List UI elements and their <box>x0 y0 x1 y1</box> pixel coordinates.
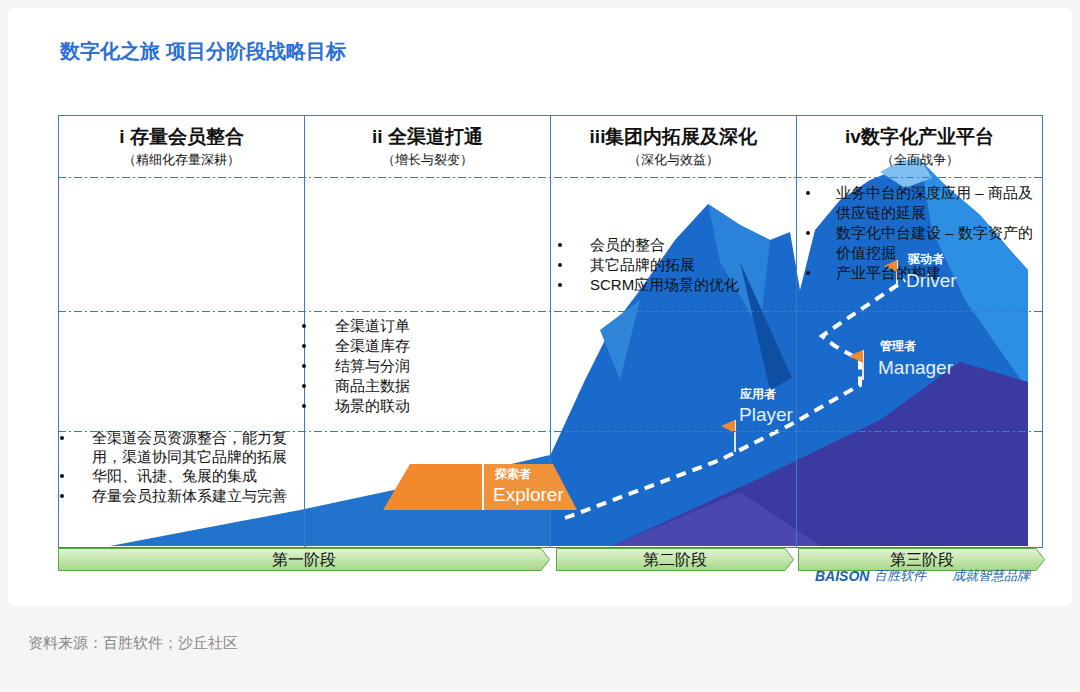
mountain-base <box>612 492 820 546</box>
column-title: i 存量会员整合 <box>119 125 244 149</box>
explorer-tent: 探索者Explorer <box>383 464 577 510</box>
phase-arrow <box>557 549 794 571</box>
role-english: Explorer <box>493 483 564 507</box>
mountain <box>550 160 1028 546</box>
dashed-path <box>565 280 905 518</box>
phase-bar: 第一阶段 <box>58 548 550 571</box>
diagram-title: 数字化之旅 项目分阶段战略目标 <box>60 38 346 65</box>
logo-text: 成就智慧品牌 <box>952 567 1030 585</box>
role-label: Manager <box>878 356 953 380</box>
bullet-text: 商品主数据 <box>335 376 535 396</box>
bullet-dot <box>302 364 306 368</box>
tent-right <box>483 464 577 510</box>
phase-bar: 第三阶段 <box>798 548 1045 571</box>
bullet-dot <box>558 243 562 247</box>
role-label: 管理者 <box>880 338 916 354</box>
role-name: 探索者 <box>495 466 531 482</box>
row-line <box>58 311 1042 312</box>
phase-arrow <box>59 549 550 571</box>
bullet-text: 华阳、讯捷、兔展的集成 <box>92 466 304 485</box>
flag <box>849 350 863 363</box>
bullet-text: 全渠道订单 <box>335 316 535 336</box>
column-line <box>304 115 305 548</box>
bullet-text: 业务中台的深度应用 – 商品及供应链的延展 <box>836 183 1034 223</box>
column-header: iv数字化产业平台 （全面战争） <box>797 116 1042 177</box>
logo-text: 百胜软件 <box>874 567 926 585</box>
bullet-text: 场景的联动 <box>335 396 535 416</box>
bullet-dot <box>806 271 810 275</box>
bullet-dot <box>60 474 64 478</box>
phase-label: 第三阶段 <box>890 550 954 570</box>
column-title: ii 全渠道打通 <box>372 125 483 149</box>
column-subtitle: （增长与裂变） <box>382 151 473 169</box>
role-label: Driver <box>906 269 957 293</box>
bullet-dot <box>558 283 562 287</box>
bullet-dot <box>60 494 64 498</box>
column-title: iv数字化产业平台 <box>845 125 994 149</box>
role-label: 驱动者 <box>908 251 944 267</box>
bullet-text: 全渠道会员资源整合，能力复用，渠道协同其它品牌的拓展 <box>92 428 304 466</box>
phase-bar: 第二阶段 <box>556 548 794 571</box>
column-subtitle: （精细化存量深耕） <box>123 151 240 169</box>
bullet-dot <box>806 231 810 235</box>
phase-label: 第二阶段 <box>643 550 707 570</box>
bullet-dot <box>806 191 810 195</box>
row-line <box>58 177 1042 178</box>
bullet-text: 其它品牌的拓展 <box>590 255 790 275</box>
caption: 资料来源：百胜软件；沙丘社区 <box>28 634 238 653</box>
column-header: iii集团内拓展及深化 （深化与效益） <box>551 116 796 177</box>
bullet-text: 存量会员拉新体系建立与完善 <box>92 486 304 505</box>
bullet-dot <box>302 324 306 328</box>
role-label: Player <box>739 403 793 427</box>
tent-left <box>383 464 483 510</box>
column-subtitle: （深化与效益） <box>628 151 719 169</box>
bullet-dot <box>558 263 562 267</box>
bullet-text: 会员的整合 <box>590 235 790 255</box>
role-label: 应用者 <box>740 386 776 402</box>
column-header: i 存量会员整合 （精细化存量深耕） <box>59 116 304 177</box>
mountain-shadow <box>740 262 792 390</box>
bullet-dot <box>60 436 64 440</box>
column-header: ii 全渠道打通 （增长与裂变） <box>305 116 550 177</box>
table-border <box>59 116 1043 548</box>
bullet-dot <box>302 384 306 388</box>
bullet-text: 结算与分润 <box>335 356 535 376</box>
column-title: iii集团内拓展及深化 <box>590 125 758 149</box>
logo-text: BAISON <box>815 567 869 585</box>
tent-seam <box>482 464 484 510</box>
bullet-dot <box>302 344 306 348</box>
phase-arrow <box>799 549 1045 571</box>
column-subtitle: （全面战争） <box>881 151 959 169</box>
bullet-text: 全渠道库存 <box>335 336 535 356</box>
column-line <box>796 115 797 548</box>
phase-label: 第一阶段 <box>272 550 336 570</box>
bullet-dot <box>302 404 306 408</box>
bullet-text: SCRM应用场景的优化 <box>590 275 790 295</box>
mountain-base <box>612 362 1028 546</box>
